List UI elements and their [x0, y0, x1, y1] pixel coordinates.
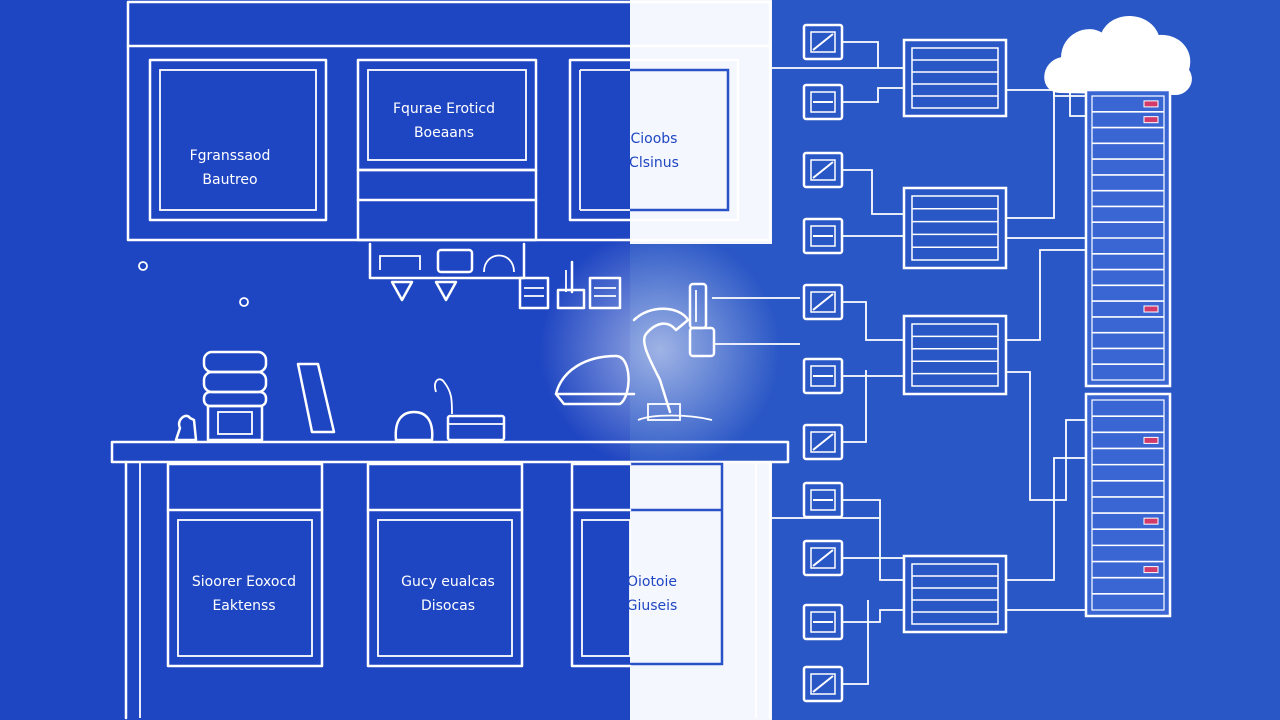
hanging-shelf-icon — [368, 242, 526, 302]
cloud-icon — [1044, 16, 1192, 96]
kettle-icon — [394, 378, 453, 442]
device-icon — [802, 357, 844, 395]
bottle-icon — [174, 414, 198, 442]
network-switch-icon — [902, 186, 1008, 270]
upper-cabinet — [126, 0, 772, 242]
network-switch-icon — [902, 38, 1008, 118]
container-icon — [446, 414, 506, 442]
switch-icon — [239, 297, 249, 307]
device-icon — [802, 665, 844, 703]
upper-cabinet-mid-line1: Fqurae Eroticd — [393, 101, 495, 117]
network-wiring — [712, 41, 1086, 685]
upper-cabinet-right-line2: Clsinus — [629, 155, 679, 171]
glass-icon — [647, 403, 681, 421]
light-panel-top — [630, 0, 772, 244]
faucet-icon — [554, 282, 716, 421]
tablet-icon — [296, 362, 336, 434]
device-icon — [802, 481, 844, 519]
device-icon — [802, 23, 844, 61]
faucet-glow — [540, 230, 780, 470]
network-switch-icon — [902, 314, 1008, 396]
storage-box-icon — [518, 276, 622, 310]
device-icon — [802, 83, 844, 121]
lower-cabinet-mid-line2: Disocas — [421, 598, 475, 614]
lower-cabinet-right-line2: Giuseis — [627, 598, 678, 614]
server-rack-icon — [1084, 88, 1172, 618]
device-icon — [802, 151, 844, 189]
lower-cabinet-right-line1: Oiotoie — [627, 574, 677, 590]
device-icon — [802, 423, 844, 461]
water-cooler-icon — [202, 350, 268, 442]
countertop — [110, 440, 790, 720]
upper-cabinet-right-line1: Cioobs — [631, 131, 678, 147]
left-blueprint-area — [0, 0, 630, 720]
device-icon — [802, 539, 844, 577]
light-panel-bottom — [630, 462, 772, 720]
device-icon — [802, 283, 844, 321]
device-icon — [802, 603, 844, 641]
upper-cabinet-mid-line2: Boeaans — [414, 125, 474, 141]
lower-cabinet-left-line1: Sioorer Eoxocd — [192, 574, 296, 590]
network-switch-icon — [902, 554, 1008, 634]
upper-cabinet-left-line1: Fgranssaod — [190, 148, 271, 164]
outlet-icon — [138, 261, 148, 271]
device-icon — [802, 217, 844, 255]
device-column — [802, 23, 844, 703]
upper-cabinet-left-line2: Bautreo — [202, 172, 257, 188]
lower-cabinet-mid-line1: Gucy eualcas — [401, 574, 495, 590]
lower-cabinet-left-line2: Eaktenss — [212, 598, 275, 614]
lower-cabinets — [166, 462, 724, 668]
utensils-icon — [556, 260, 586, 310]
switch-column — [902, 38, 1008, 634]
